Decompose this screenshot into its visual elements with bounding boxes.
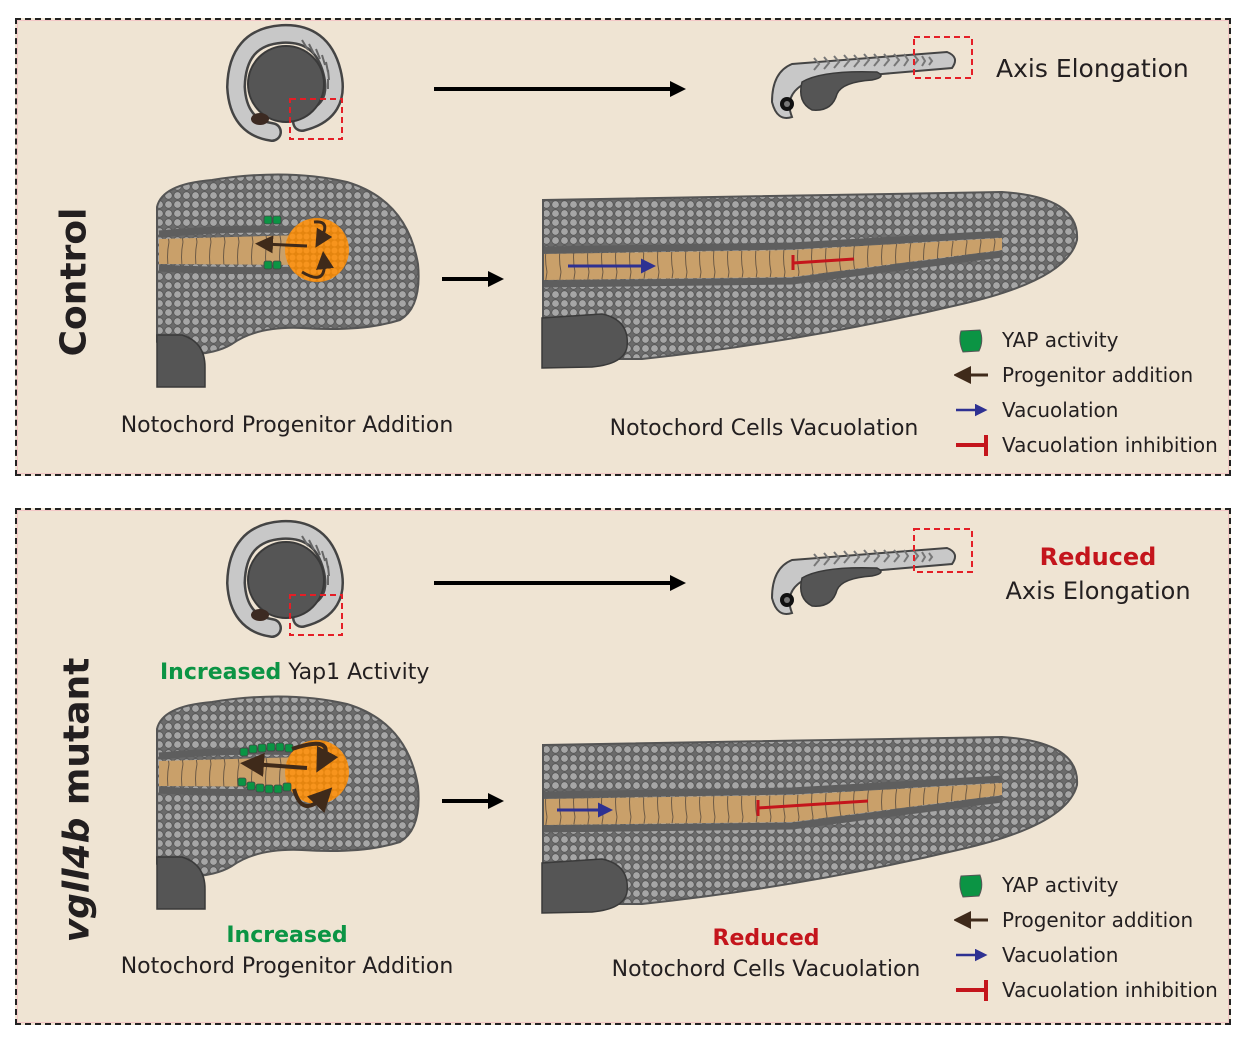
legend-item: YAP activity [954,867,1218,902]
green-cell-icon [959,873,983,898]
blue-arrow-right-icon [956,403,988,416]
progenitor-arrows [255,220,334,279]
legend-item: Vacuolation inhibition [954,972,1218,1007]
legend-label: Vacuolation inhibition [1002,432,1218,457]
legend-label: Vacuolation [1002,397,1119,422]
curled-embryo-drawing [236,34,334,132]
legend-label: Progenitor addition [1002,362,1194,387]
legend-item: Vacuolation [954,937,1218,972]
left-emphasis: Increased [226,923,348,948]
legend-label: Vacuolation [1002,942,1119,967]
legend-label: Progenitor addition [1002,907,1194,932]
legend: YAP activity Progenitor addition Vacuola… [954,867,1218,1007]
condition-label: Control [53,207,95,357]
control-illustration [17,20,1233,478]
gene-name: vgll4b [56,817,98,943]
legend-item: Progenitor addition [954,357,1218,392]
legend-label: Vacuolation inhibition [1002,977,1218,1002]
legend-item: Vacuolation [954,392,1218,427]
tailbud-tissue [157,174,419,387]
mutant-illustration [17,510,1233,1027]
tail-region-box [913,528,973,573]
axis-emphasis: Reduced [1039,543,1157,571]
legend-label: YAP activity [1002,872,1119,897]
axis-caption: Axis Elongation [1005,577,1191,605]
yap-cells [263,215,282,270]
axis-caption: Axis Elongation [996,54,1189,83]
right-emphasis: Reduced [712,926,820,951]
legend-item: Vacuolation inhibition [954,427,1218,462]
brown-arrow-left-icon [954,365,988,384]
inhibition-bar [756,799,869,816]
condition-suffix: mutant [56,657,98,818]
yap-emphasis: Increased [160,660,282,685]
yap-caption: Increased Yap1 Activity [160,660,429,686]
progenitor-arrows [240,741,339,813]
right-caption: Notochord Cells Vacuolation [609,416,919,441]
brown-arrow-left-icon [954,910,988,929]
legend-label: YAP activity [1002,327,1119,352]
region-box [289,98,343,140]
yap-text: Yap1 Activity [281,660,430,685]
legend: YAP activity Progenitor addition Vacuola… [954,322,1218,462]
red-inhibition-bar-icon [956,979,988,1001]
control-panel: Control Axis Elongation Notochord Progen… [15,18,1231,476]
larva-drawing [771,51,957,119]
red-inhibition-bar-icon [956,434,988,456]
mutant-panel: vgll4b mutant Reduced Axis Elongation In… [15,508,1231,1025]
tailbud-tissue [157,696,419,909]
condition-label: vgll4b mutant [57,658,98,943]
green-cell-icon [959,328,983,353]
region-box [289,594,343,636]
larva-drawing [771,547,957,615]
inhibition-bar [791,255,855,270]
legend-item: Progenitor addition [954,902,1218,937]
left-caption: Notochord Progenitor Addition [120,413,454,438]
curled-embryo-drawing [236,530,334,628]
blue-arrow-right-icon [956,948,988,961]
legend-item: YAP activity [954,322,1218,357]
left-caption: Notochord Progenitor Addition [120,954,454,979]
right-caption: Notochord Cells Vacuolation [611,957,921,982]
